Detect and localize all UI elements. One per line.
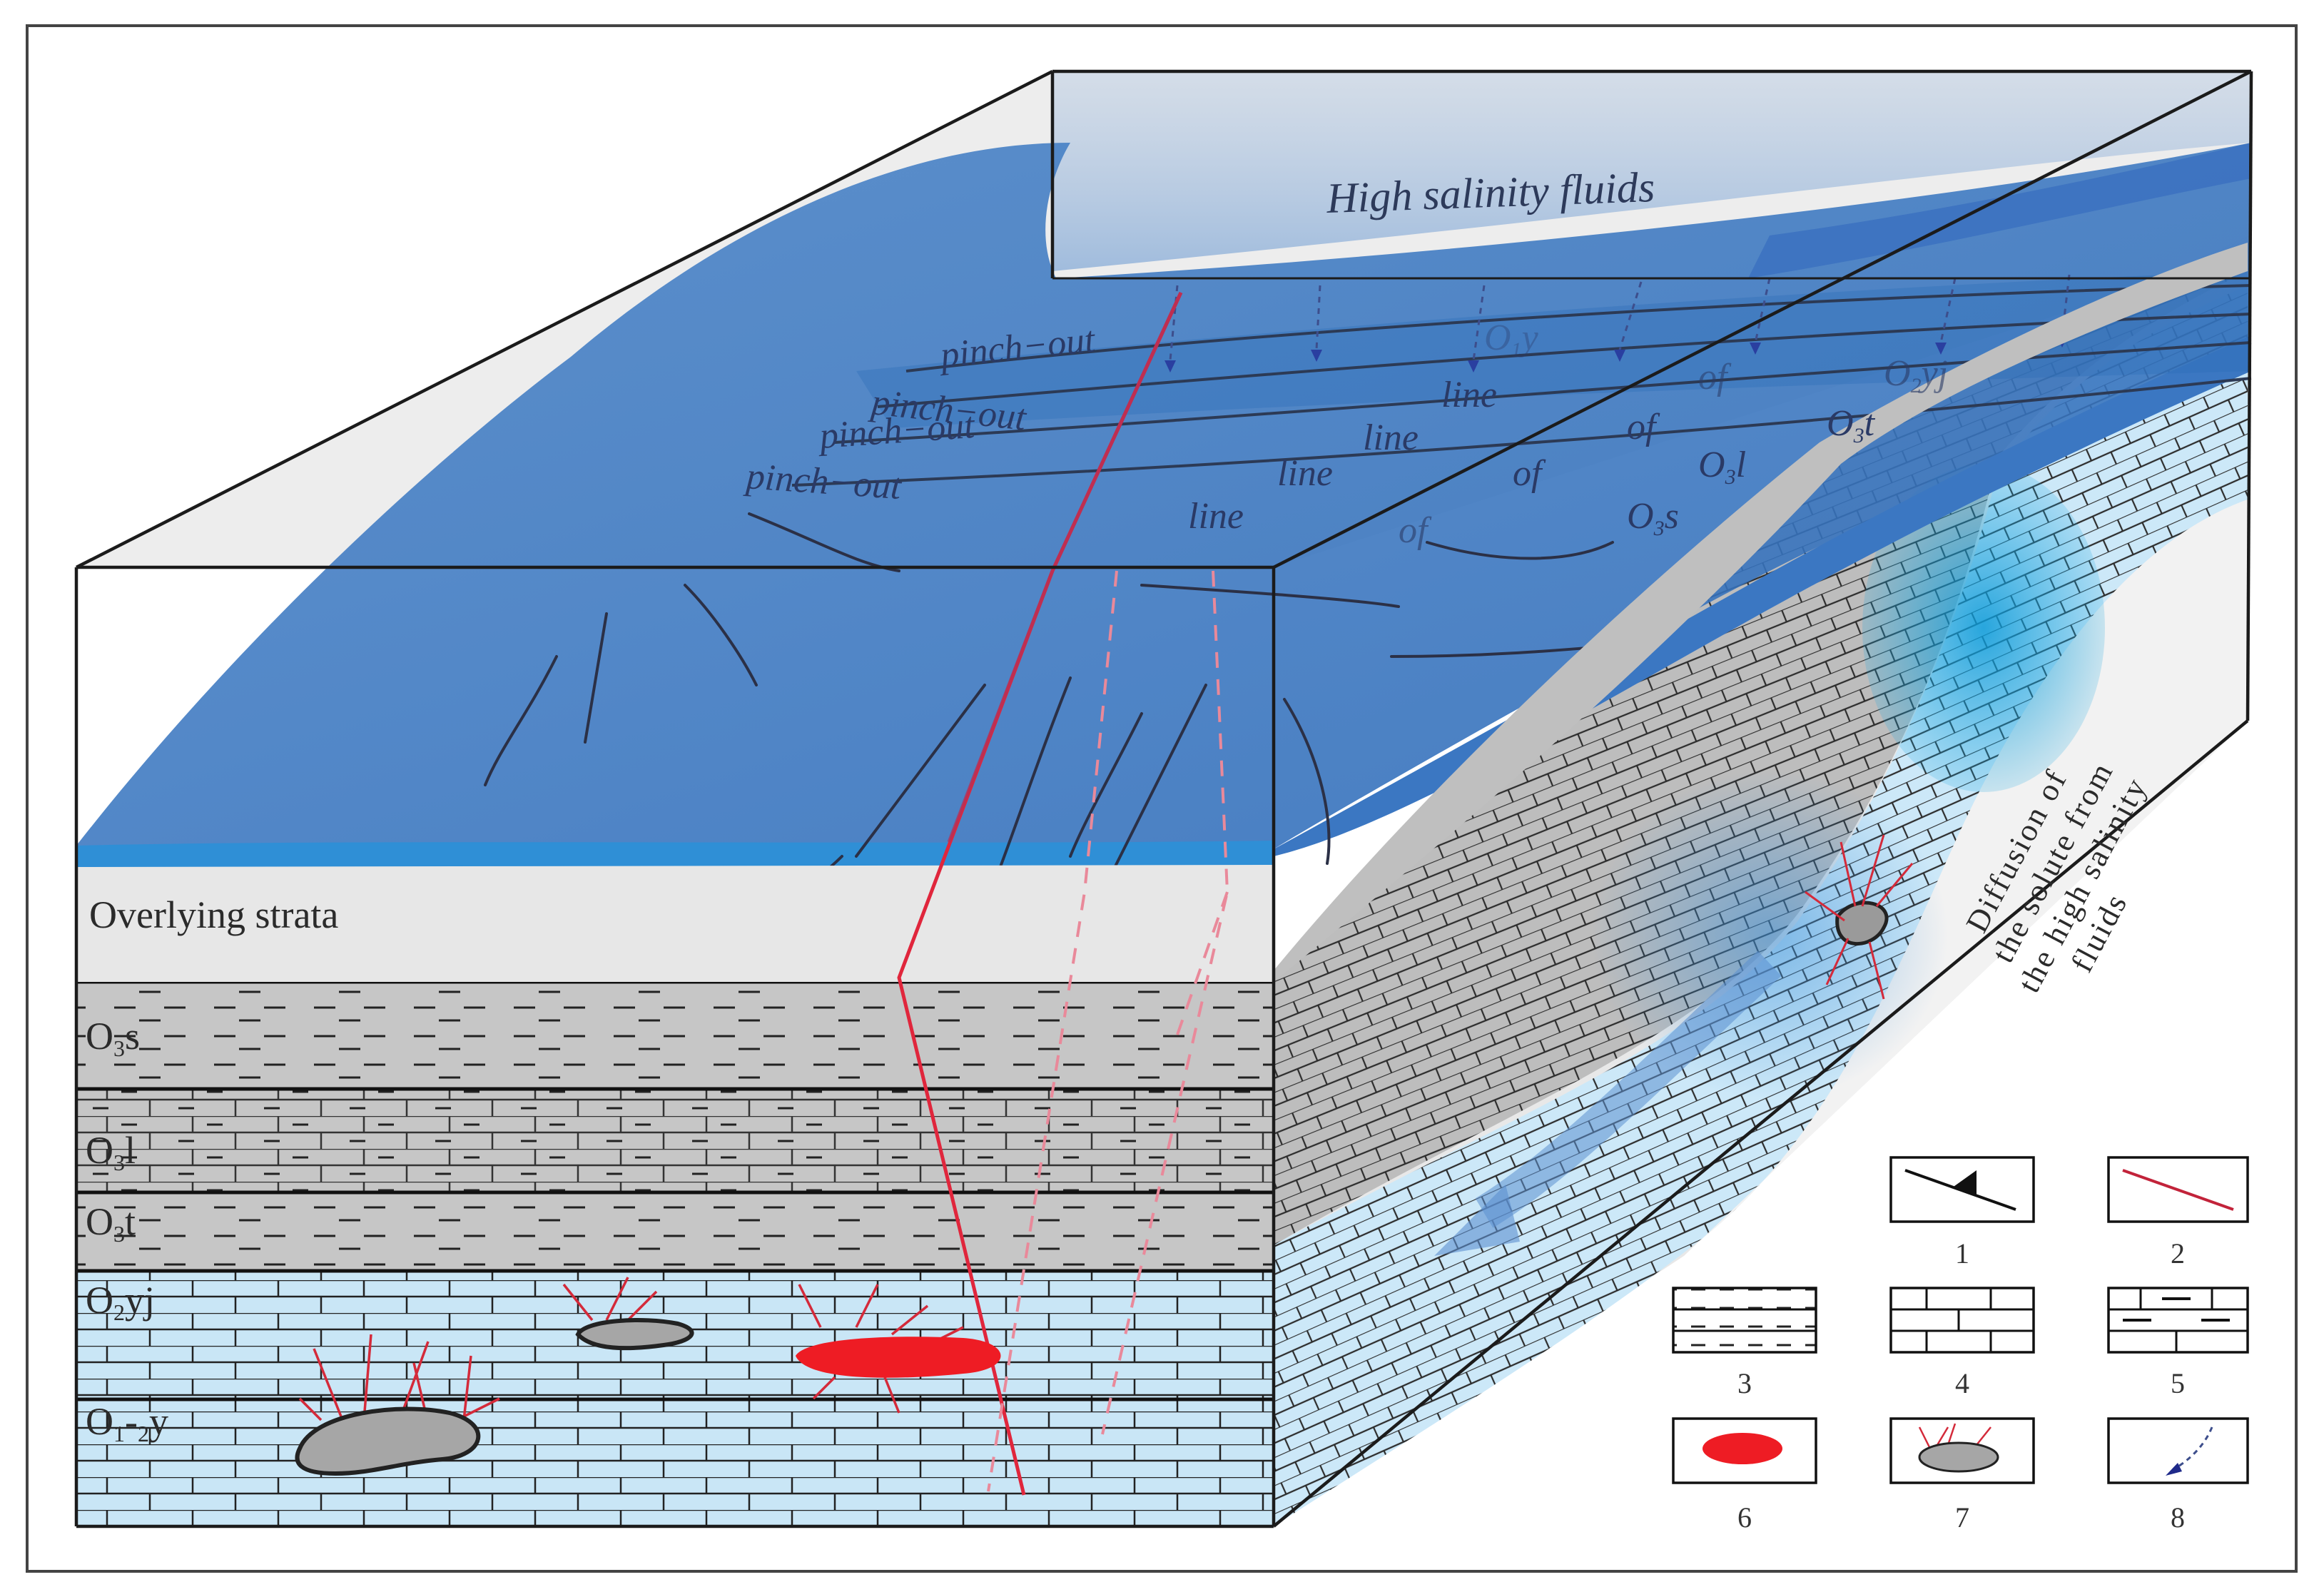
right-side-face — [1274, 235, 2248, 1526]
diffusion-arrow — [1475, 950, 1782, 1228]
front-ore-bodies — [295, 1277, 1001, 1476]
grey-ore-body-large — [295, 1406, 481, 1476]
legend-label-7: 7 — [1955, 1501, 1969, 1533]
thrust-tooth-icon — [1952, 1170, 1977, 1195]
pinch-label-1-w3: of — [1698, 357, 1732, 397]
fluid-sheet — [76, 143, 2251, 856]
labels: High salinity fluids Overlying strata O3… — [86, 163, 2154, 1446]
legend-label-4: 4 — [1955, 1367, 1969, 1399]
block-outline — [74, 69, 2253, 1528]
legend-label-5: 5 — [2171, 1367, 2185, 1399]
grey-ore-body-small — [575, 1318, 694, 1351]
red-ore-body — [796, 1337, 1001, 1378]
label-o3t: O3t — [86, 1200, 136, 1247]
stratum-o1-2y — [76, 1399, 1274, 1526]
legend-item-8: 8 — [2107, 1417, 2249, 1533]
pinch-label-4-w2: line — [1188, 496, 1244, 537]
label-o2yj: O2yj — [86, 1279, 155, 1325]
high-salinity-label: High salinity fluids — [1325, 163, 1655, 222]
pinch-label-3-w2: line — [1277, 453, 1333, 494]
legend-item-1: 1 — [1889, 1156, 2035, 1269]
overlying-strata-label: Overlying strata — [89, 893, 338, 936]
legend-item-7: 7 — [1889, 1417, 2035, 1533]
legend-item-5: 5 — [2107, 1287, 2249, 1399]
legend-label-1: 1 — [1955, 1237, 1969, 1269]
side-ore-body-icon — [1835, 901, 1889, 945]
legend-item-2: 2 — [2107, 1156, 2249, 1269]
front-face — [76, 982, 1274, 1526]
legend-label-8: 8 — [2171, 1501, 2185, 1533]
faults — [897, 291, 1229, 1496]
pinch-label-1-w2: line — [1441, 375, 1497, 415]
grey-ore-icon — [1918, 1441, 1999, 1473]
top-surface — [76, 71, 2252, 982]
pinch-out-labels: pinch−out line of O2yj pinch−out line of… — [742, 318, 1948, 551]
red-ore-icon — [1703, 1433, 1782, 1464]
pinch-label-3-unit: O3l — [1698, 445, 1746, 489]
stratum-labels: O3s O3l O3t O2yj O1-2y — [86, 1015, 168, 1446]
legend: 1 2 3 4 — [1672, 1156, 2249, 1533]
legend-label-6: 6 — [1737, 1501, 1752, 1533]
migration-arrow-icon — [2166, 1463, 2182, 1476]
pinch-label-2-w2: line — [1363, 417, 1419, 458]
pinch-label-4-w3: of — [1399, 510, 1432, 551]
legend-item-6: 6 — [1672, 1417, 1817, 1533]
label-o1-2y: O1-2y — [86, 1400, 168, 1446]
pinch-label-2-unit: O3t — [1827, 403, 1876, 447]
legend-item-4: 4 — [1889, 1287, 2035, 1399]
stratum-o3s — [76, 982, 1274, 1089]
legend-label-2: 2 — [2171, 1237, 2185, 1269]
pinch-label-3-w3: of — [1513, 453, 1546, 494]
side-grey-strata — [1274, 243, 2248, 1245]
pinch-label-1-unit: O2yj — [1884, 353, 1948, 397]
top-faint-unit-label: O1y — [1484, 318, 1539, 362]
stratum-o3t — [76, 1192, 1274, 1271]
label-o3s: O3s — [86, 1015, 140, 1061]
label-o3l: O3l — [86, 1129, 136, 1175]
pinch-label-4-unit: O3s — [1627, 496, 1679, 540]
legend-label-3: 3 — [1737, 1367, 1752, 1399]
pinch-label-2-w3: of — [1627, 407, 1660, 447]
stratum-o3l — [76, 1089, 1274, 1192]
legend-item-3: 3 — [1672, 1287, 1817, 1399]
